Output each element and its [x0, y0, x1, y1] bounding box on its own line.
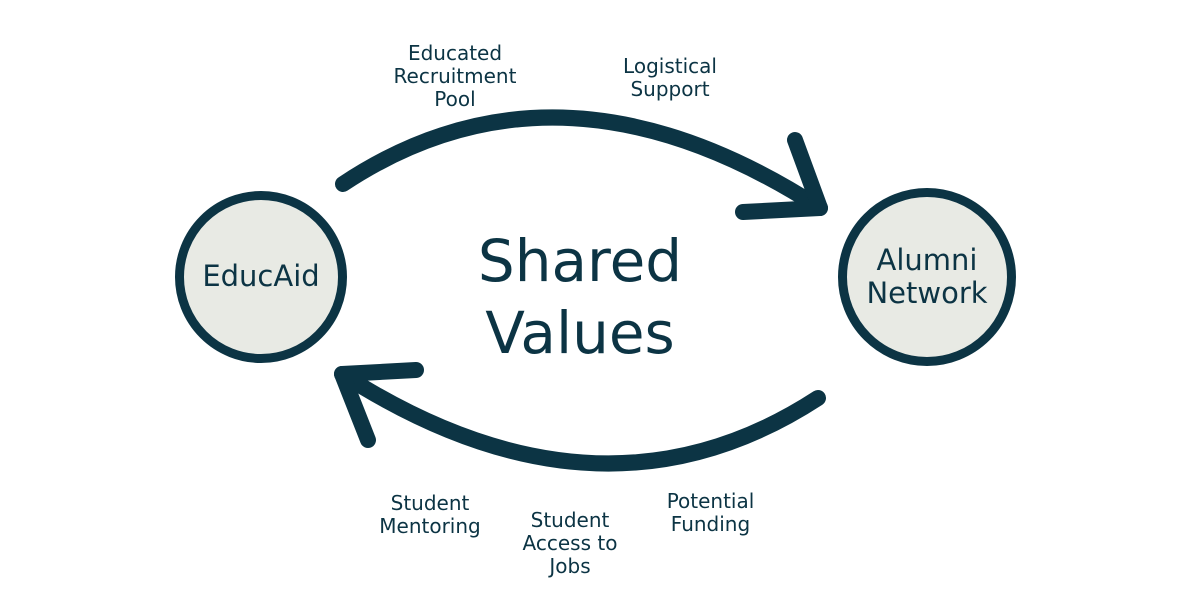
alumni-network-label: Alumni Network — [866, 242, 988, 310]
bottom-flow-arrowhead — [334, 362, 424, 448]
top-flow-arrowhead — [735, 132, 828, 220]
alumni-network-node: Alumni Network — [838, 188, 1016, 366]
flow-label-educated-recruitment-pool: Educated Recruitment Pool — [393, 41, 517, 111]
flow-label-logistical-support: Logistical Support — [623, 54, 717, 101]
shared-values-title: Shared Values — [477, 227, 683, 367]
bottom-flow-arrow — [334, 366, 826, 472]
flow-label-student-mentoring: Student Mentoring — [379, 491, 481, 538]
flow-label-student-access-to-jobs: Student Access to Jobs — [522, 508, 618, 578]
educaid-label: EducAid — [202, 259, 320, 294]
educaid-node: EducAid — [175, 191, 347, 363]
top-flow-arrow — [335, 109, 828, 216]
flow-label-potential-funding: Potential Funding — [666, 489, 755, 536]
